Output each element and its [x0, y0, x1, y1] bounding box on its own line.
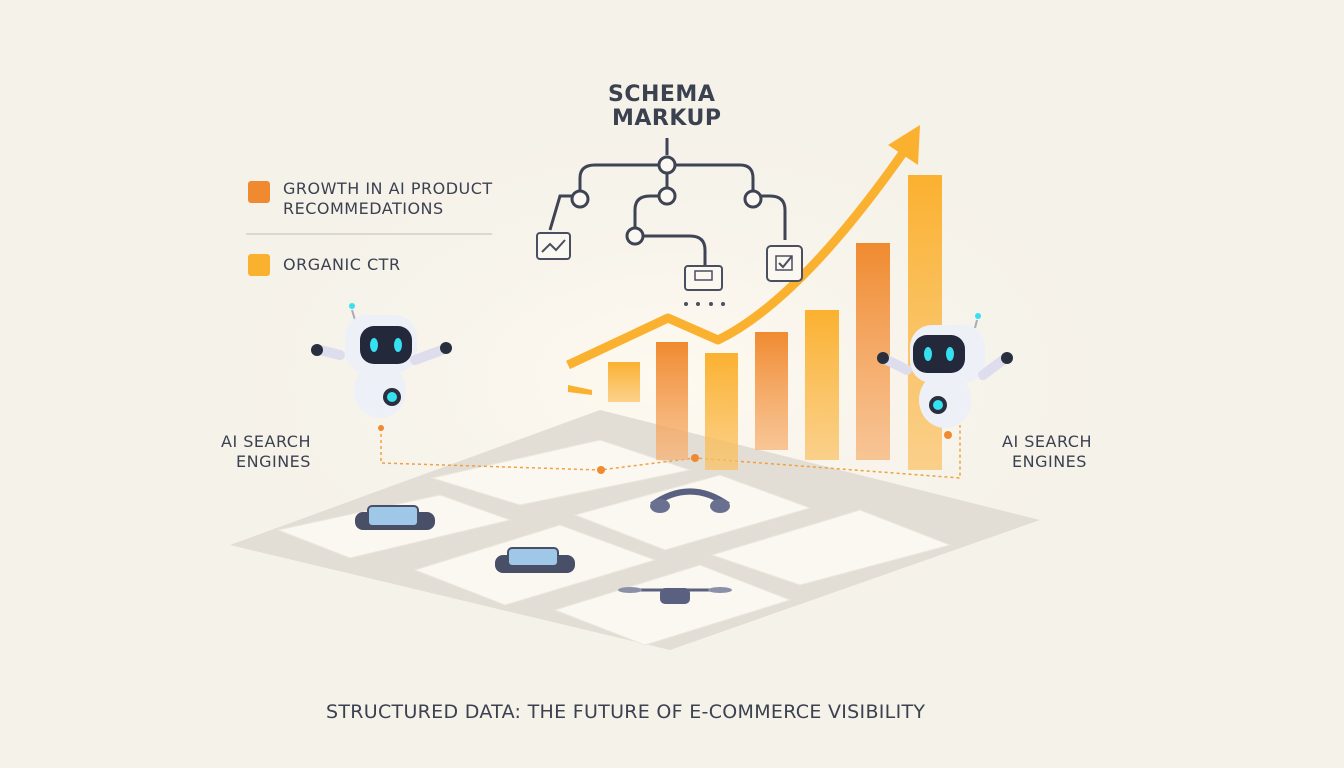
legend-label-growth-line1: GROWTH IN AI PRODUCT: [283, 179, 493, 198]
left-robot-label-line2: ENGINES: [236, 452, 311, 471]
left-robot-label-line1: AI SEARCH: [221, 432, 311, 451]
legend-divider: [246, 233, 492, 235]
right-robot-label-line2: ENGINES: [1012, 452, 1087, 471]
legend-label-growth-line2: RECOMMEDATIONS: [283, 199, 444, 218]
headphones-icon: [650, 488, 730, 513]
legend-label-ctr: ORGANIC CTR: [283, 255, 401, 274]
footer-caption: STRUCTURED DATA: THE FUTURE OF E-COMMERC…: [326, 701, 926, 723]
product-grid-platform: [230, 410, 1040, 650]
bar: [568, 385, 592, 395]
bar: [856, 243, 890, 460]
robot-icon: [877, 313, 1013, 428]
right-robot-label-line1: AI SEARCH: [1002, 432, 1092, 451]
chart-icon: [536, 232, 571, 260]
connection-lines: [380, 425, 961, 479]
schema-tree: [548, 138, 787, 268]
bar: [705, 353, 738, 470]
bar: [755, 332, 788, 450]
smartwatch-icon: [355, 505, 435, 530]
legend-swatch-ctr: [248, 254, 270, 276]
growth-arrow: [566, 125, 920, 370]
robot-icon: [311, 303, 452, 418]
monitor-icon: [684, 265, 725, 306]
bar: [805, 310, 839, 460]
schema-title-line1: SCHEMA: [608, 82, 716, 107]
smartwatch-icon: [495, 547, 575, 573]
drone-icon: [618, 587, 732, 604]
bar: [656, 342, 688, 460]
checkbox-icon: [766, 245, 803, 282]
schema-title-line2: MARKUP: [612, 106, 722, 131]
bar: [608, 362, 640, 402]
legend-swatch-growth: [248, 181, 270, 203]
